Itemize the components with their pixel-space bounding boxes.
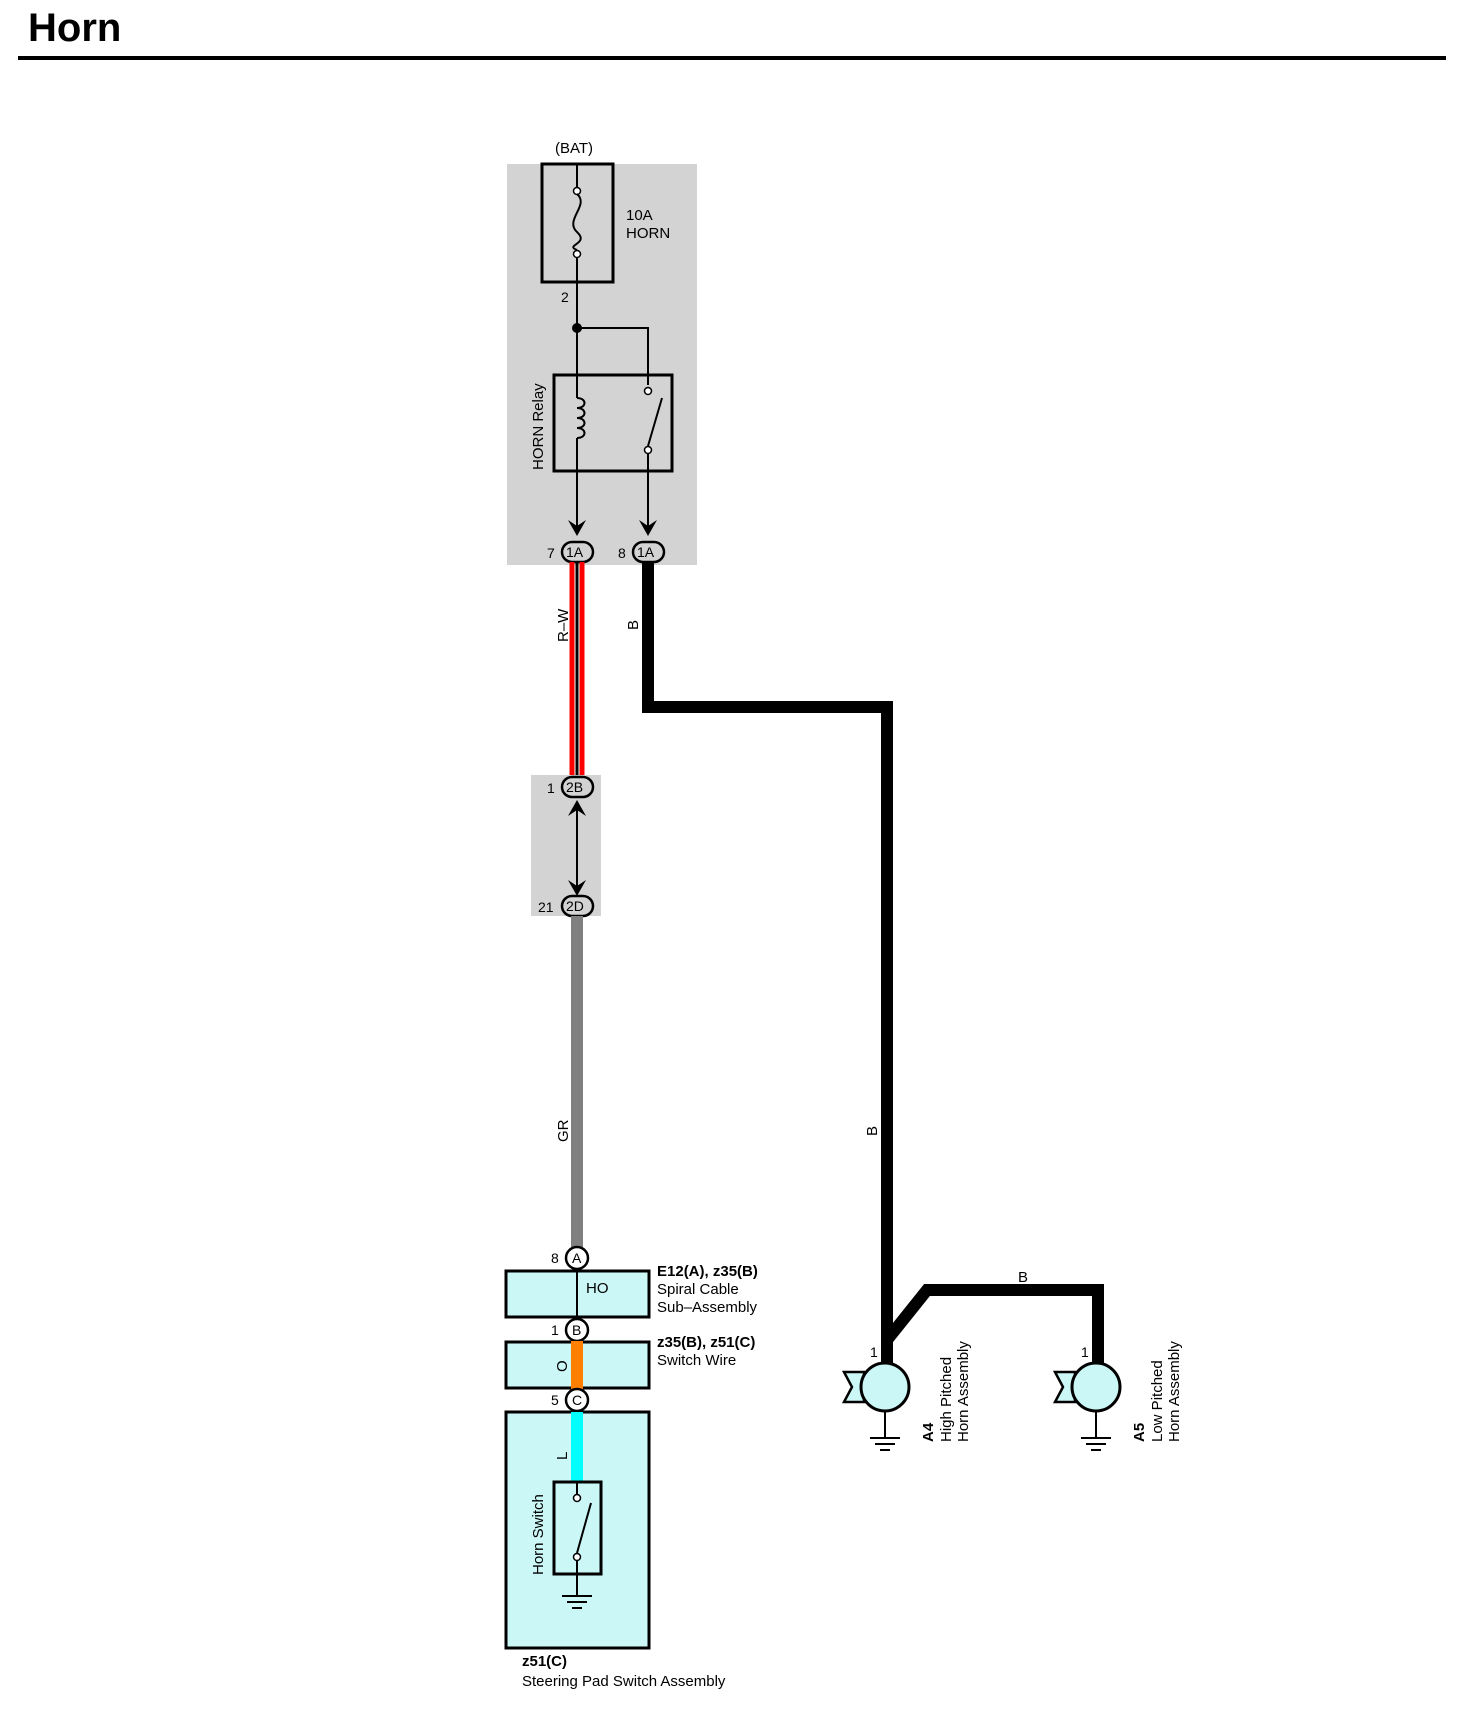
svg-text:A: A xyxy=(572,1250,582,1266)
high-horn-code: A4 xyxy=(920,1422,937,1442)
spiral-cable-name-1: Spiral Cable xyxy=(657,1281,739,1298)
ground-icon xyxy=(562,1595,592,1609)
horn-relay xyxy=(552,373,674,473)
fuse-relay-block xyxy=(507,164,697,565)
low-horn-pin: 1 xyxy=(1081,1344,1089,1360)
high-horn-name-2: Horn Assembly xyxy=(955,1341,972,1442)
pin-a-number: 8 xyxy=(551,1250,559,1266)
svg-text:1A: 1A xyxy=(637,544,655,560)
steering-pad-codes: z51(C) xyxy=(522,1653,567,1670)
low-horn-name-1: Low Pitched xyxy=(1149,1360,1166,1442)
horn-switch-label: Horn Switch xyxy=(530,1494,547,1575)
connector-2b-number: 1 xyxy=(547,780,555,796)
pin-c-number: 5 xyxy=(551,1392,559,1408)
fuse-name-label: HORN xyxy=(626,225,670,242)
horn-relay-label: HORN Relay xyxy=(530,383,547,470)
spiral-cable-codes: E12(A), z35(B) xyxy=(657,1263,758,1280)
fuse-rating-label: 10A xyxy=(626,207,653,224)
spiral-cable-terminal: HO xyxy=(586,1280,609,1297)
junction-arrow-down xyxy=(568,880,586,896)
low-horn-icon xyxy=(1052,1361,1122,1451)
pin-c: C xyxy=(564,1387,590,1413)
high-horn-pin: 1 xyxy=(870,1344,878,1360)
connector-2b: 2B xyxy=(560,775,595,799)
connector-1a-pin8-number: 8 xyxy=(618,545,626,561)
spiral-cable-name-2: Sub–Assembly xyxy=(657,1299,758,1316)
high-horn-name-1: High Pitched xyxy=(938,1357,955,1442)
wire-l-label: L xyxy=(554,1452,571,1460)
pin-a: A xyxy=(564,1245,590,1271)
wire-rw xyxy=(569,562,585,778)
connector-arrow-right xyxy=(639,520,657,536)
pin-b: B xyxy=(564,1317,590,1343)
wire-b-main xyxy=(642,562,893,1344)
switch-wire-codes: z35(B), z51(C) xyxy=(657,1334,755,1351)
title-rule xyxy=(18,56,1446,60)
connector-arrow-left xyxy=(568,520,586,536)
low-horn-code: A5 xyxy=(1131,1423,1148,1442)
page-title: Horn xyxy=(28,6,122,50)
connector-1a-pin7: 1A xyxy=(560,540,595,564)
wire-b-label-horizontal: B xyxy=(1018,1269,1028,1286)
steering-pad-name: Steering Pad Switch Assembly xyxy=(522,1673,726,1690)
relay-contact-feed-wire xyxy=(577,327,649,385)
junction-arrow-up xyxy=(568,800,586,816)
wire-gr-label: GR xyxy=(555,1119,572,1142)
fuse-output-pin: 2 xyxy=(561,289,569,305)
wire-rw-label: R–W xyxy=(555,608,572,642)
connector-1a-pin7-number: 7 xyxy=(547,545,555,561)
wire-b-label-vertical: B xyxy=(864,1126,881,1136)
svg-text:2B: 2B xyxy=(566,779,583,795)
high-horn-icon xyxy=(841,1361,911,1451)
connector-2d-number: 21 xyxy=(538,899,554,915)
svg-text:B: B xyxy=(572,1322,581,1338)
junction-block-2 xyxy=(531,775,601,916)
switch-wire-name: Switch Wire xyxy=(657,1352,736,1369)
low-horn-name-2: Horn Assembly xyxy=(1166,1341,1183,1442)
horn-switch xyxy=(552,1480,603,1596)
svg-text:C: C xyxy=(572,1392,582,1408)
svg-text:2D: 2D xyxy=(566,898,584,914)
fuse-10a-horn xyxy=(540,162,615,284)
connector-1a-pin8: 1A xyxy=(631,540,666,564)
svg-text:1A: 1A xyxy=(566,544,584,560)
wire-b-label-upper: B xyxy=(625,620,642,630)
pin-b-number: 1 xyxy=(551,1322,559,1338)
wire-b-branch xyxy=(882,1284,1104,1372)
connector-2d: 2D xyxy=(560,894,595,918)
wire-o-label: O xyxy=(554,1360,571,1372)
battery-source-label: (BAT) xyxy=(555,140,593,157)
